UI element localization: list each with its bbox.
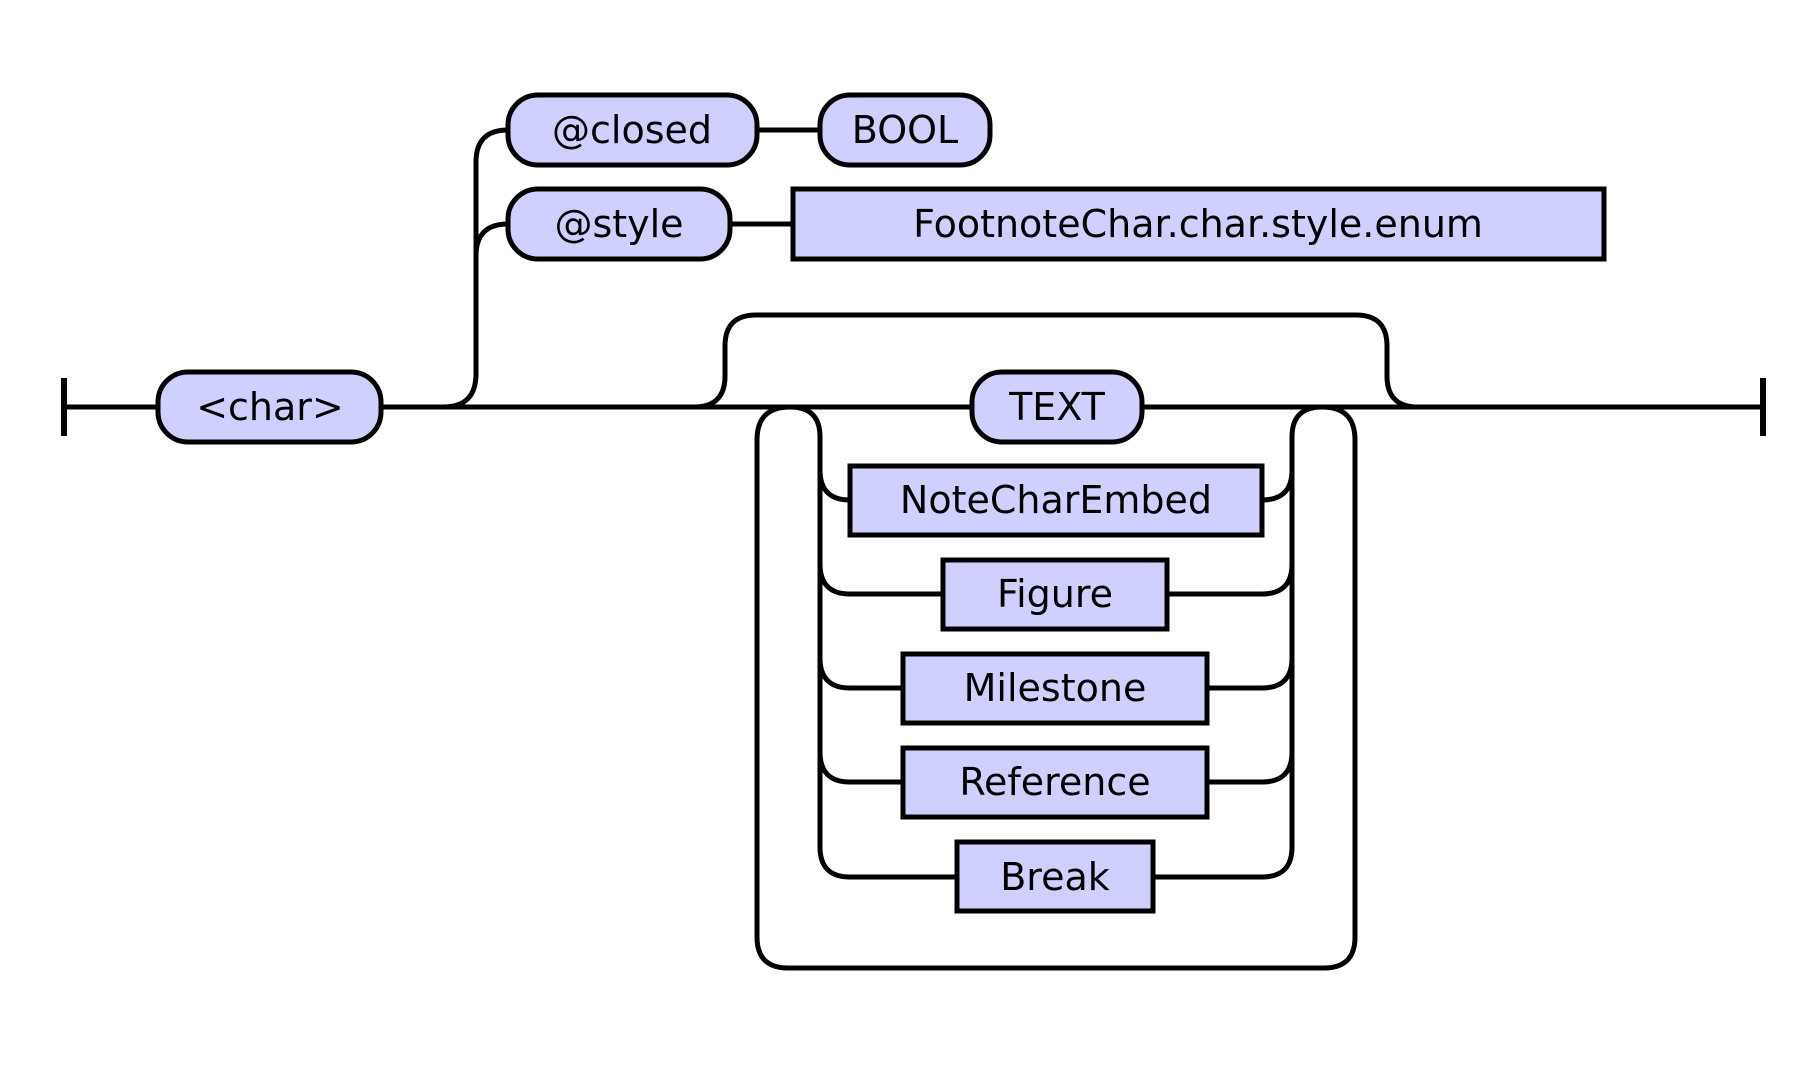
text-terminal-label: TEXT [1008,385,1106,429]
choice-label-figure: Figure [997,572,1113,616]
style-enum-label: FootnoteChar.char.style.enum [913,202,1483,246]
choice-label-milestone: Milestone [964,666,1147,710]
choice-node-figure: Figure [940,557,1170,632]
choice-rail-right [1259,404,1325,880]
content-bypass [691,312,1421,410]
closed-attribute-node: @closed [505,92,760,168]
root-element-node: <char> [155,369,384,445]
style-attribute-label: @style [554,202,683,246]
root-element-label: <char> [196,385,344,429]
choice-node-milestone: Milestone [900,651,1210,726]
choice-label-notecharembed: NoteCharEmbed [900,478,1212,522]
choice-node-reference: Reference [900,745,1210,820]
attributes-branch-rail [440,127,511,410]
choice-rail-left [787,404,853,880]
choice-branches [817,467,1295,785]
choice-node-break: Break [954,839,1156,914]
choice-label-break: Break [1000,855,1110,899]
choice-node-notecharembed: NoteCharEmbed [847,463,1265,538]
text-terminal-node: TEXT [969,369,1145,445]
style-enum-node: FootnoteChar.char.style.enum [790,186,1607,262]
choice-label-reference: Reference [959,760,1150,804]
style-attribute-node: @style [505,186,733,262]
closed-attribute-label: @closed [552,108,712,152]
repeat-loop [754,404,1358,971]
bool-type-label: BOOL [852,108,958,152]
bool-type-node: BOOL [817,92,993,168]
